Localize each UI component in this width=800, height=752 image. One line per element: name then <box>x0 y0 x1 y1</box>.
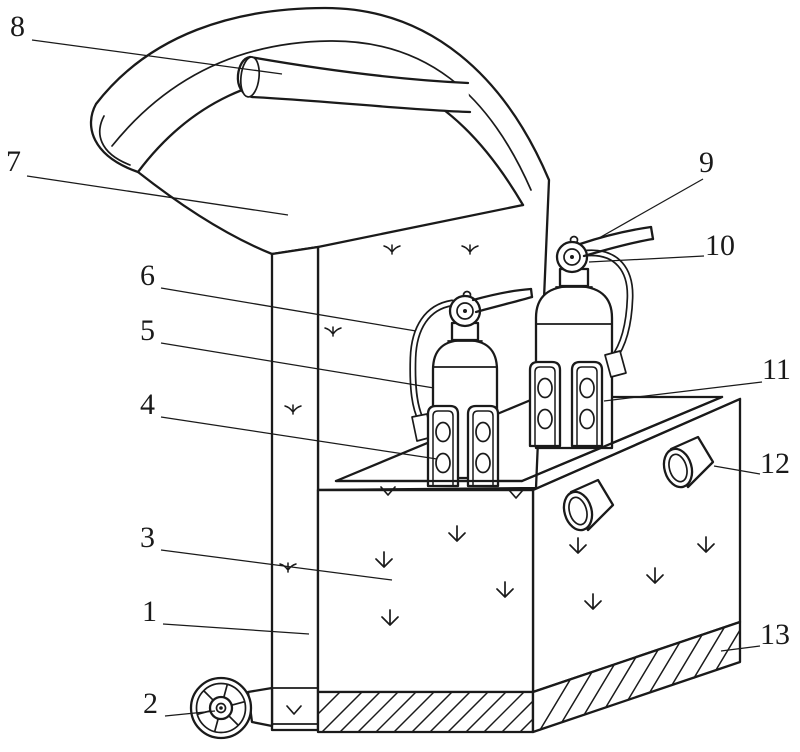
down-arrow-icon <box>646 567 664 584</box>
extinguisher-left-hose-highlight <box>411 301 454 422</box>
part-label-10: 10 <box>705 229 735 262</box>
tube-end-inner-line <box>99 115 131 166</box>
canopy-thickness-curve <box>111 40 532 191</box>
leader-line-10 <box>588 255 705 263</box>
side-cylinder-upper-bore <box>668 453 688 483</box>
chevron-icon <box>508 489 524 499</box>
down-arrow-icon <box>381 609 399 626</box>
bracket-right-hole <box>537 408 553 430</box>
bracket-left <box>426 404 500 488</box>
leader-line-7 <box>26 175 289 216</box>
part-label-3: 3 <box>140 521 155 554</box>
extinguisher-right-gauge-dot <box>570 255 574 259</box>
bracket-left-plate-1-inner <box>432 410 454 487</box>
extinguisher-right-nozzle <box>604 350 627 378</box>
part-label-9: 9 <box>699 146 714 179</box>
sprout-icon <box>383 244 401 255</box>
sprout-icon <box>461 244 479 255</box>
grip-bar-top-edge <box>248 55 470 85</box>
grip-bar-fill <box>237 57 470 112</box>
part-label-2: 2 <box>143 687 158 720</box>
sprout-icon <box>324 326 342 337</box>
bracket-right <box>528 360 604 448</box>
grip-bar-endcap-ellipse <box>239 56 261 98</box>
box-front-face <box>316 488 535 694</box>
bracket-left-hole <box>475 452 491 474</box>
bracket-left-hole <box>435 452 451 474</box>
flow-arrows <box>286 486 715 715</box>
chevron-icon <box>286 705 302 715</box>
side-cylinder-upper <box>662 435 715 489</box>
part-label-1: 1 <box>142 595 157 628</box>
bracket-right-plate-2 <box>570 360 604 448</box>
extinguisher-right-lever <box>578 225 655 258</box>
leader-line-11 <box>603 381 763 402</box>
base-band-right <box>531 620 742 734</box>
extinguisher-left-gauge-inner <box>456 302 474 320</box>
extinguisher-right-hose-highlight <box>585 251 632 361</box>
bracket-left-hole <box>435 421 451 443</box>
bracket-left-plate-2-inner <box>472 410 494 487</box>
vertical-post <box>270 245 320 732</box>
extinguisher-right-gauge-inner <box>563 248 581 266</box>
extinguisher-left-lever <box>471 287 534 314</box>
part-label-12: 12 <box>760 447 790 480</box>
down-arrow-icon <box>569 537 587 554</box>
bracket-left-hole <box>475 421 491 443</box>
extinguisher-left-neck <box>450 321 480 342</box>
part-labels: 8 7 6 5 4 3 1 2 9 10 11 12 13 <box>6 10 791 720</box>
bracket-right-hole <box>579 408 595 430</box>
down-arrow-icon <box>496 581 514 598</box>
canopy-panel-junction <box>316 203 525 249</box>
leader-line-2 <box>164 710 216 717</box>
leader-line-13 <box>720 645 761 652</box>
grip-bar-bottom-edge <box>250 95 472 114</box>
leader-line-3 <box>160 549 393 581</box>
part-label-7: 7 <box>6 145 21 178</box>
bracket-right-plate-1 <box>528 360 562 448</box>
leader-line-6 <box>160 287 417 332</box>
extinguisher-left-gauge-dot <box>463 309 467 313</box>
down-arrow-icon <box>448 525 466 542</box>
extinguisher-right-neck <box>558 267 590 288</box>
chevron-icon <box>380 486 396 496</box>
post-face <box>270 245 320 732</box>
part-label-8: 8 <box>10 10 25 43</box>
box-rim-front-edges <box>316 395 742 492</box>
sprout-icon <box>284 404 302 415</box>
leader-line-5 <box>160 342 435 389</box>
leader-lines <box>26 39 763 717</box>
bracket-right-plate-2-inner <box>576 366 598 447</box>
side-cylinder-lower-bore <box>568 496 588 526</box>
bracket-right-hole <box>579 377 595 399</box>
base-hatch-front <box>317 691 534 733</box>
bracket-right-hole <box>537 377 553 399</box>
part-label-4: 4 <box>140 388 155 421</box>
wheel-axle-dot <box>219 706 223 710</box>
wheel-rim <box>195 682 247 734</box>
leader-line-9 <box>598 178 704 239</box>
part-label-11: 11 <box>762 353 791 386</box>
bracket-right-plate-1-inner <box>534 366 556 447</box>
down-arrow-icon <box>375 551 393 568</box>
part-label-6: 6 <box>140 259 155 292</box>
leader-line-8 <box>31 39 283 75</box>
grip-bar <box>236 55 472 114</box>
part-label-13: 13 <box>760 618 790 651</box>
down-arrow-icon <box>697 536 715 553</box>
wheel-assembly <box>189 676 274 740</box>
part-label-5: 5 <box>140 314 155 347</box>
side-cylinder-lower <box>562 478 615 532</box>
down-arrow-icon <box>584 593 602 610</box>
leader-line-12 <box>713 465 761 475</box>
leader-line-4 <box>160 416 438 460</box>
leader-line-1 <box>162 623 310 635</box>
base-hatch-right <box>539 627 741 731</box>
